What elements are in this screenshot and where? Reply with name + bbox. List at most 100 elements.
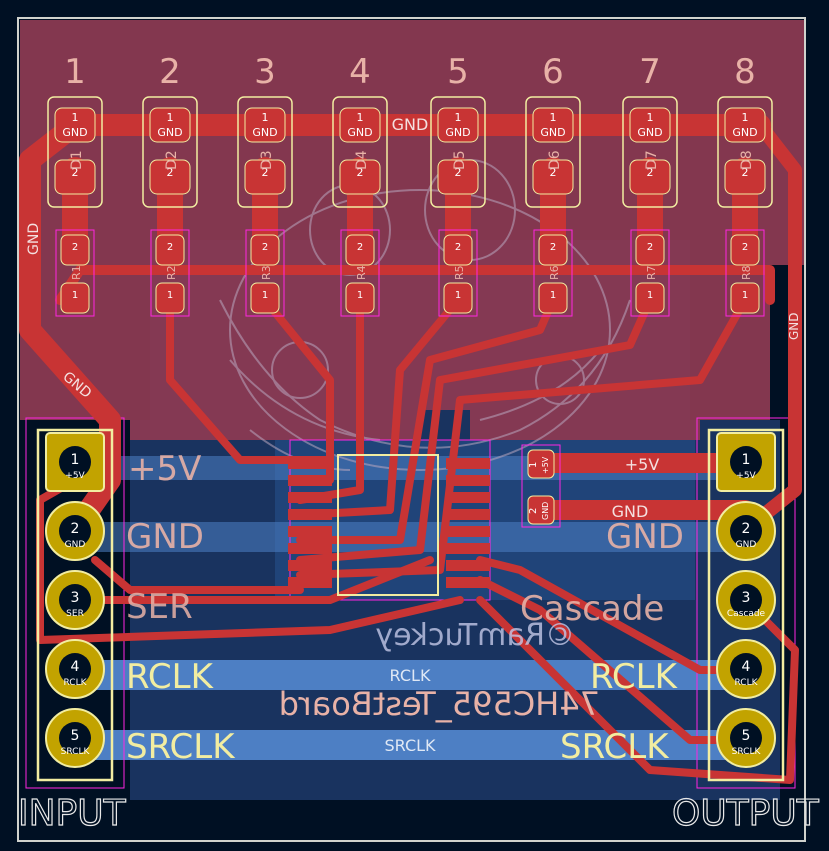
ic-pad[interactable]: [446, 458, 490, 469]
resistor-pad-2[interactable]: [155, 234, 185, 266]
resistor-pad-1[interactable]: [635, 282, 665, 314]
led-ref: D3: [259, 150, 275, 170]
led-pad-2[interactable]: [149, 159, 191, 195]
ic-pad[interactable]: [446, 543, 490, 554]
led-pad-2[interactable]: [54, 159, 96, 195]
led-pad-2[interactable]: [437, 159, 479, 195]
led-pad-1[interactable]: [629, 107, 671, 143]
led-ref: D7: [644, 150, 660, 170]
led-pad-2[interactable]: [339, 159, 381, 195]
resistor-outline: [533, 229, 573, 317]
board-name-mirrored: 74HC595_TestBoard: [279, 685, 600, 723]
ic-pad[interactable]: [446, 560, 490, 571]
ic-pad[interactable]: [446, 509, 490, 520]
gnd-net-label-top: GND: [392, 115, 429, 134]
led-pad-1-num: 1: [550, 111, 557, 124]
led-pad-1[interactable]: [437, 107, 479, 143]
led-pad-1[interactable]: [532, 107, 574, 143]
led-outline: [237, 96, 293, 208]
ic-pad[interactable]: [288, 560, 332, 571]
resistor-pad-1[interactable]: [443, 282, 473, 314]
gnd-net-label-right: GND: [787, 312, 801, 340]
ic-pad[interactable]: [288, 526, 332, 537]
resistor-pad-1[interactable]: [730, 282, 760, 314]
resistor-pad-2[interactable]: [730, 234, 760, 266]
led-pad-1-net: GND: [62, 126, 87, 139]
ic-pad[interactable]: [288, 492, 332, 503]
ic-pad[interactable]: [288, 475, 332, 486]
resistor-ref: R4: [355, 265, 368, 280]
input-pin-1[interactable]: 1+5V: [45, 432, 105, 492]
srclk-net-label: SRCLK: [384, 736, 436, 755]
resistor-pad-2-num: 2: [742, 242, 748, 253]
resistor-pad-2[interactable]: [60, 234, 90, 266]
pin-net: +5V: [65, 471, 85, 481]
resistor-outline: [630, 229, 670, 317]
pin-net: Cascade: [727, 609, 766, 619]
led-pad-1[interactable]: [244, 107, 286, 143]
led-pad-1[interactable]: [724, 107, 766, 143]
led-pad-1-net: GND: [445, 126, 470, 139]
ic-pad[interactable]: [446, 577, 490, 588]
led-column-number: 3: [254, 52, 276, 92]
led-pad-1[interactable]: [339, 107, 381, 143]
led-pad-1-num: 1: [167, 111, 174, 124]
ic-pad[interactable]: [288, 577, 332, 588]
resistor-pad-2[interactable]: [538, 234, 568, 266]
resistor-pad-2-num: 2: [262, 242, 268, 253]
led-pad-2[interactable]: [724, 159, 766, 195]
resistor-pad-2[interactable]: [345, 234, 375, 266]
cap-pad-2-net: GND: [541, 502, 550, 520]
led-column-number: 7: [639, 52, 661, 92]
resistor-pad-1[interactable]: [155, 282, 185, 314]
cap-pad-1-net: +5V: [541, 456, 550, 474]
led-pad-1-num: 1: [455, 111, 462, 124]
bus-rclk-back: [95, 660, 745, 690]
cap-pad-1[interactable]: [527, 449, 555, 479]
resistor-pad-2-num: 2: [72, 242, 78, 253]
resistor-pad-2[interactable]: [635, 234, 665, 266]
led-pad-2[interactable]: [532, 159, 574, 195]
resistor-pad-1[interactable]: [60, 282, 90, 314]
led-pad-2[interactable]: [244, 159, 286, 195]
led-pad-2-num: 2: [357, 166, 364, 179]
led-ref: D1: [69, 150, 85, 170]
ic-pad[interactable]: [288, 543, 332, 554]
resistor-ref: R2: [165, 265, 178, 280]
led-pad-2[interactable]: [629, 159, 671, 195]
resistor-pad-2[interactable]: [250, 234, 280, 266]
ic-pad[interactable]: [446, 492, 490, 503]
ic-pad[interactable]: [446, 475, 490, 486]
resistor-pad-1[interactable]: [345, 282, 375, 314]
ic-pad[interactable]: [446, 526, 490, 537]
vcc-silk-left: +5V: [128, 449, 201, 489]
resistor-outline: [438, 229, 478, 317]
led-pad-1[interactable]: [54, 107, 96, 143]
resistor-pad-1-num: 1: [455, 290, 461, 301]
led-pad-1[interactable]: [149, 107, 191, 143]
led-outline: [47, 96, 103, 208]
pin-number: 1: [71, 452, 80, 468]
pin-number: 5: [71, 728, 80, 744]
gnd-silk-left: GND: [126, 517, 204, 557]
resistor-pad-2[interactable]: [443, 234, 473, 266]
led-outline: [717, 96, 773, 208]
back-silk-texts: ©RamTuckey 74HC595_TestBoard INPUT OUTPU…: [17, 618, 820, 835]
led-pad-1-num: 1: [357, 111, 364, 124]
pin-net: GND: [736, 540, 757, 550]
resistor-pad-1[interactable]: [250, 282, 280, 314]
resistor-pad-1[interactable]: [538, 282, 568, 314]
ic-pad[interactable]: [288, 458, 332, 469]
ic-pad[interactable]: [288, 509, 332, 520]
output-pin-1[interactable]: 1+5V: [716, 432, 776, 492]
cap-pad-2[interactable]: [527, 495, 555, 525]
